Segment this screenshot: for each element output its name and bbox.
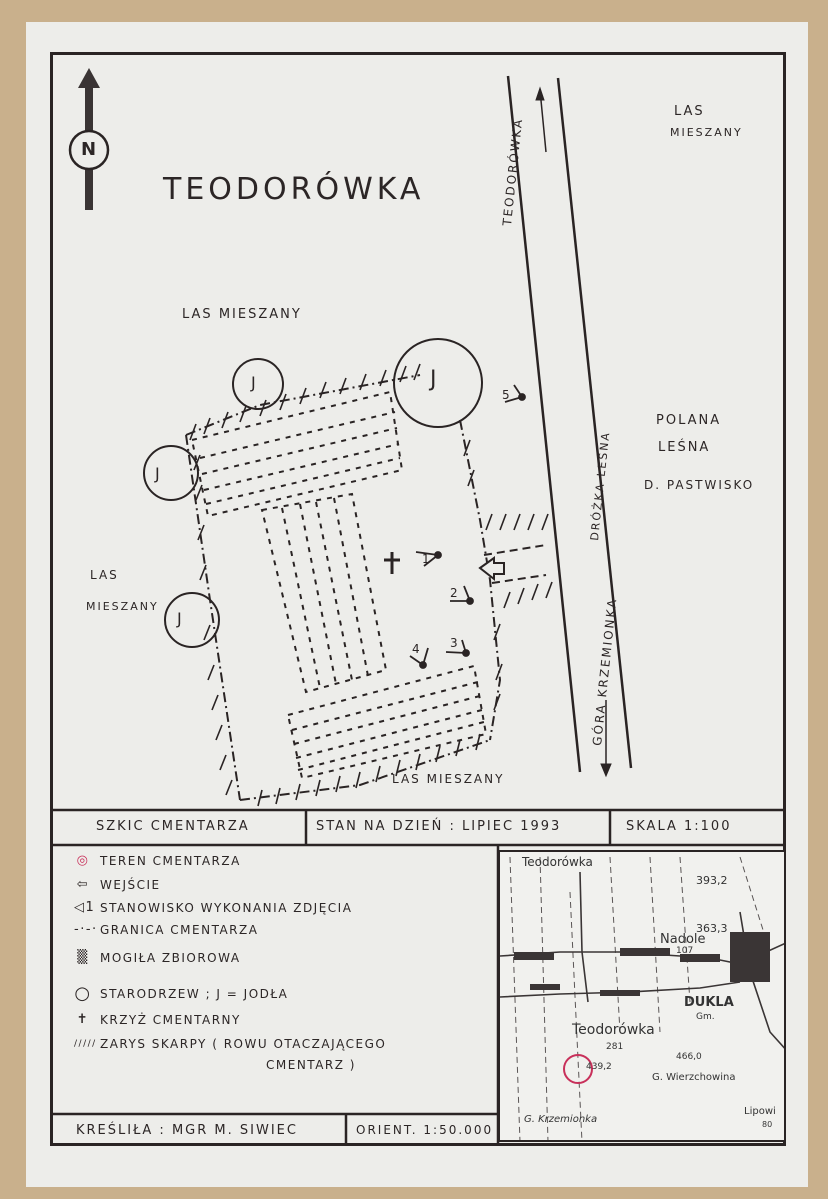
legend-item-photo-position: ◁1 STANOWISKO WYKONANIA ZDJĘCIA xyxy=(74,900,353,915)
inset-topo-map: Teodorówka 393,2 363,3 Nadole 107 DUKLA … xyxy=(498,850,786,1142)
photo-position-label: 3 xyxy=(450,636,460,650)
map-title: TEODORÓWKA xyxy=(163,172,425,207)
photo-position-label: 4 xyxy=(412,642,422,656)
photo-position-icons xyxy=(409,384,526,669)
label-forest-bottom: LAS MIESZANY xyxy=(392,772,505,786)
title-block-date: STAN NA DZIEŃ : LIPIEC 1993 xyxy=(316,819,562,834)
road xyxy=(506,75,633,778)
photo-position-label: 5 xyxy=(502,388,512,402)
photo-position-icon: ◁1 xyxy=(74,900,96,915)
tree-label: J xyxy=(430,367,439,392)
legend-item-boundary: -·-· GRANICA CMENTARZA xyxy=(74,922,259,937)
label-forest-top-right-1: LAS xyxy=(674,104,705,119)
north-label: N xyxy=(81,139,97,160)
author-label: KREŚLIŁA : MGR M. SIWIEC xyxy=(76,1123,298,1138)
label-forest-top-right-2: MIESZANY xyxy=(670,126,743,139)
mass-grave-south xyxy=(286,664,488,780)
escarpment-hatching xyxy=(189,363,553,807)
legend-item-cemetery-area: ◎ TEREN CMENTARZA xyxy=(74,853,241,868)
entrance-arrow-icon xyxy=(478,556,505,582)
escarpment-icon: ///// xyxy=(74,1039,97,1049)
north-arrow-icon xyxy=(68,68,110,210)
mass-grave-icon: ▒ xyxy=(77,950,89,965)
tree-label: J xyxy=(251,373,258,392)
cross-icon xyxy=(384,552,400,574)
map-frame xyxy=(50,52,786,1146)
title-block-name: SZKIC CMENTARZA xyxy=(96,819,250,834)
cross-icon: ✝ xyxy=(76,1012,90,1027)
legend-item-mass-grave: ▒ MOGIŁA ZBIOROWA xyxy=(74,950,241,965)
mass-grave-north xyxy=(190,390,404,518)
legend-item-old-tree: ○ STARODRZEW ; J = JODŁA xyxy=(74,983,289,1004)
cemetery-area-icon: ◎ xyxy=(76,853,90,868)
old-tree-icons xyxy=(143,338,483,648)
photo-position-label: 1 xyxy=(422,552,432,566)
legend-item-escarpment-cont: CMENTARZ ) xyxy=(266,1058,356,1072)
label-clearing-3: D. PASTWISKO xyxy=(644,478,755,492)
label-clearing-1: POLANA xyxy=(656,413,722,428)
title-block-scale: SKALA 1:100 xyxy=(626,819,732,834)
photo-position-label: 2 xyxy=(450,586,460,600)
orientation-scale-label: ORIENT. 1:50.000 xyxy=(356,1123,494,1137)
cemetery-location-marker xyxy=(563,1054,593,1084)
entrance-path xyxy=(483,544,547,584)
label-clearing-2: LEŚNA xyxy=(658,440,711,455)
entrance-arrow-icon: ⇦ xyxy=(76,877,90,892)
legend-item-cross: ✝ KRZYŻ CMENTARNY xyxy=(74,1012,241,1027)
tree-label: J xyxy=(177,609,184,628)
label-forest-left-2: MIESZANY xyxy=(86,600,159,613)
mass-grave-center xyxy=(260,492,388,694)
label-forest-top-left: LAS MIESZANY xyxy=(182,307,302,322)
tree-label: J xyxy=(155,464,162,483)
inset-topo-lines xyxy=(500,856,784,1140)
legend-item-entrance: ⇦ WEJŚCIE xyxy=(74,877,161,892)
legend-item-escarpment: ///// ZARYS SKARPY ( ROWU OTACZAJĄCEGO xyxy=(74,1037,387,1051)
old-tree-icon: ○ xyxy=(74,983,92,1004)
label-forest-left-1: LAS xyxy=(90,568,119,582)
boundary-line-icon: -·-· xyxy=(74,922,98,937)
